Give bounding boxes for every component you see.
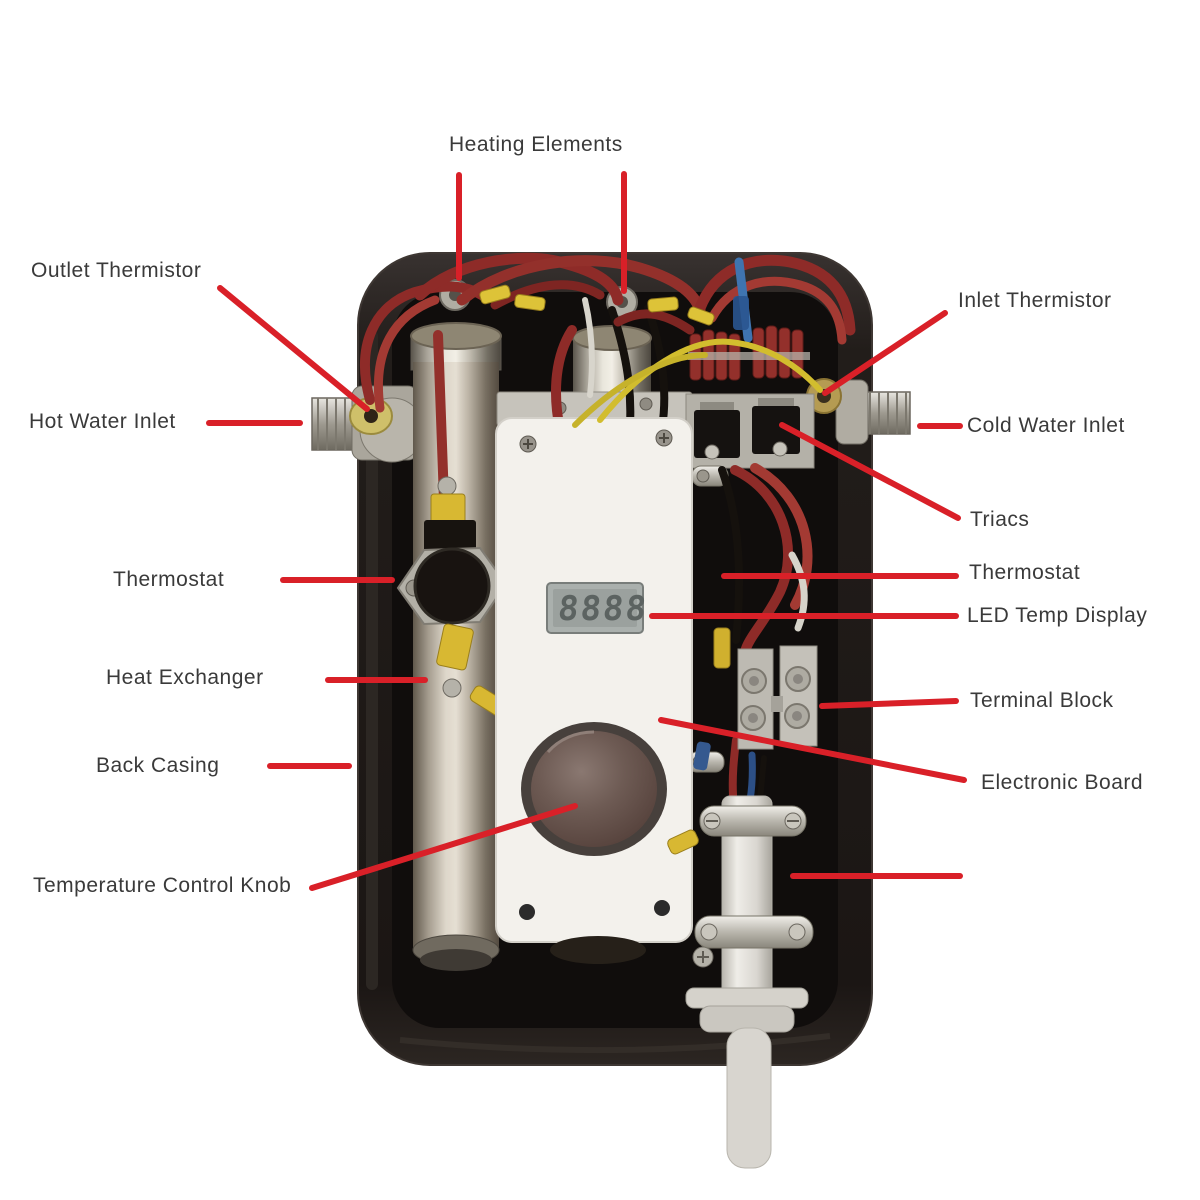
crimp-band (688, 352, 810, 360)
label-triacs: Triacs (970, 508, 1030, 531)
leader-lines (206, 171, 967, 891)
terminal-block-photo (737, 645, 818, 750)
label-inlet-thermistor: Inlet Thermistor (958, 289, 1112, 312)
leader-terminal-block (819, 698, 959, 709)
triac-left (694, 410, 740, 458)
label-outlet-thermistor: Outlet Thermistor (31, 259, 202, 282)
label-back-casing: Back Casing (96, 754, 220, 777)
leader-outlet-thermistor (217, 285, 370, 412)
led-display-digits: 8888 (556, 589, 650, 629)
leader-triacs (779, 422, 961, 521)
label-heating-elements: Heating Elements (449, 133, 623, 156)
label-led-temp-display: LED Temp Display (967, 604, 1148, 627)
label-cold-water-inlet: Cold Water Inlet (967, 414, 1125, 437)
electronic-board-cover: 8888 (495, 417, 693, 964)
led-temp-display-photo: 8888 (546, 582, 650, 634)
crimp-yellow-right (713, 627, 731, 669)
label-hot-water-inlet: Hot Water Inlet (29, 410, 176, 433)
label-thermostat-left: Thermostat (113, 568, 225, 591)
triac-right (752, 406, 800, 454)
crimp-yellow-knob (667, 829, 699, 855)
thermostat-left-photo (396, 476, 512, 720)
label-electronic-board: Electronic Board (981, 771, 1144, 794)
label-heat-exchanger: Heat Exchanger (106, 666, 264, 689)
leader-inlet-thermistor (822, 310, 948, 396)
crimp-blue-right (693, 741, 711, 771)
cable-collar (685, 987, 809, 1009)
yellow-sensor-wires (572, 338, 823, 428)
label-terminal-block: Terminal Block (970, 689, 1114, 712)
leader-temperature-control-knob (309, 803, 578, 891)
leader-electronic-board (658, 717, 967, 783)
inline-fuse-blue (733, 296, 749, 330)
cable-clamp-top (699, 805, 807, 837)
label-temperature-control-knob: Temperature Control Knob (33, 874, 292, 897)
cable-clamp-bottom (694, 915, 814, 949)
power-cable-photo (685, 795, 814, 1169)
panel-screws (519, 429, 673, 920)
temperature-control-knob-photo (521, 722, 667, 856)
label-thermostat-right: Thermostat (969, 561, 1081, 584)
crimp-connectors-top (479, 284, 715, 326)
